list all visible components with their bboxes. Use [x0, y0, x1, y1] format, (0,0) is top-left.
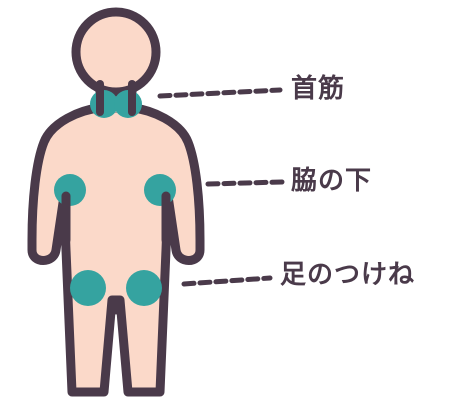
- head: [76, 12, 156, 92]
- leader-line-groin: [184, 278, 270, 284]
- leader-line-neck: [160, 90, 280, 96]
- body-silhouette: [32, 108, 200, 392]
- leader-line-armpit: [208, 182, 282, 184]
- label-groin: 足のつけね: [280, 262, 415, 288]
- label-neck: 首筋: [291, 76, 345, 102]
- label-armpit: 脇の下: [291, 168, 372, 194]
